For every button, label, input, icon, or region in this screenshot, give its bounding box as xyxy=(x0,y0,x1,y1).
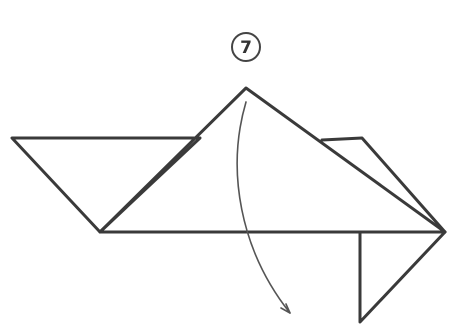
fold-arrow xyxy=(237,102,290,313)
right-lower-flap-outline xyxy=(360,232,445,322)
main-triangle-outline xyxy=(100,88,445,232)
step-number: 7 xyxy=(240,38,252,58)
arrow-head-icon xyxy=(281,304,290,313)
left-flap-outline xyxy=(12,138,200,232)
fold-arrow-curve xyxy=(237,102,290,313)
step-badge: 7 xyxy=(232,33,260,61)
